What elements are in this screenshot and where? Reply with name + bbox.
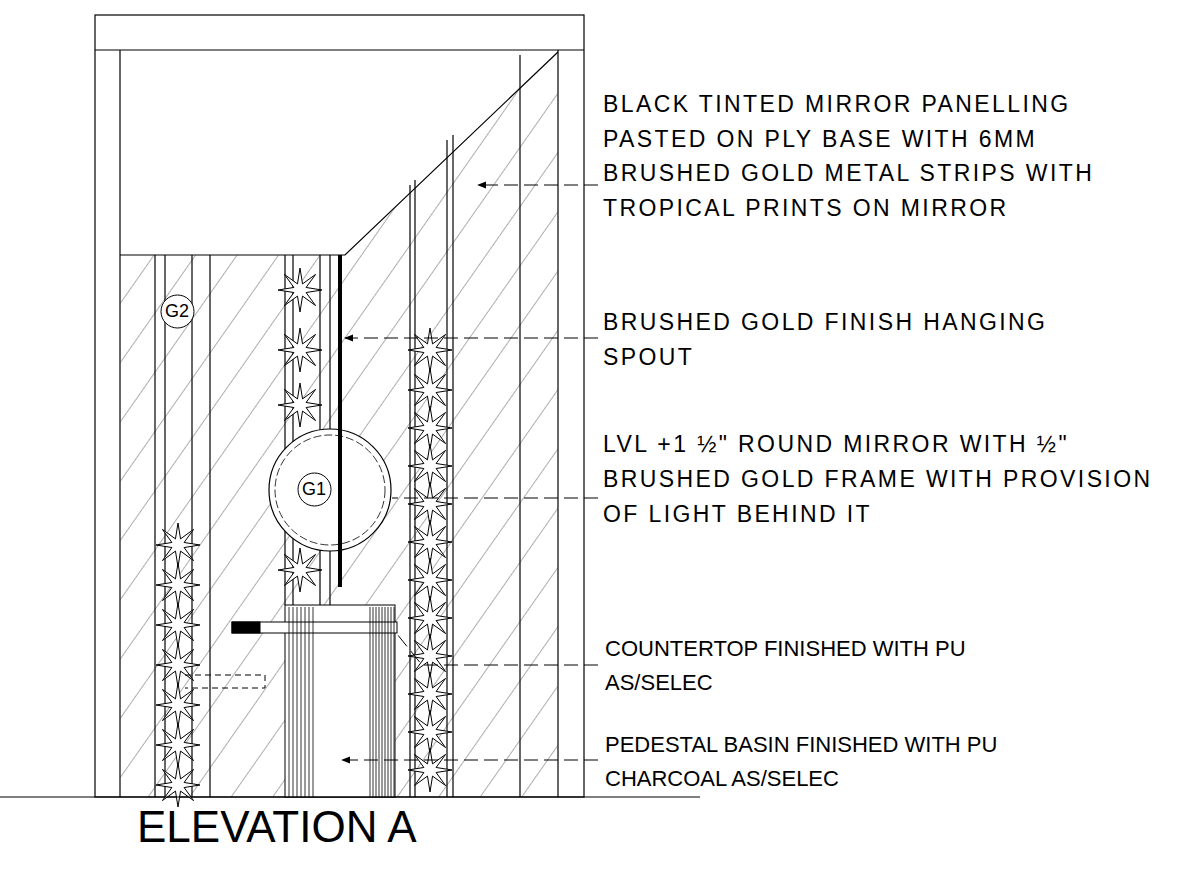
basin-fluting <box>376 607 377 797</box>
basin-fluting <box>309 607 310 797</box>
basin-fluting <box>385 607 386 797</box>
tropical-print <box>408 328 452 372</box>
basin-fluting <box>305 607 306 797</box>
basin-fluting <box>388 607 389 797</box>
tropical-print <box>156 683 200 727</box>
hidden-line <box>185 675 265 688</box>
tag-circle: G1 <box>297 472 332 507</box>
leader-lines <box>342 185 598 760</box>
tag-circle: G2 <box>160 294 195 329</box>
tropical-print <box>408 596 452 640</box>
tropical-print <box>408 368 452 412</box>
tropical-print <box>408 748 452 792</box>
tropical-print <box>408 672 452 716</box>
tropical-print <box>408 520 452 564</box>
pedestal-basin <box>232 605 397 797</box>
tropical-print <box>278 328 322 372</box>
tropical-print <box>408 710 452 754</box>
tropical-print <box>156 643 200 687</box>
basin-fluting <box>370 607 371 797</box>
tropical-print <box>156 563 200 607</box>
wall-frame <box>95 15 584 797</box>
floor-line <box>0 796 700 797</box>
basin-fluting <box>293 607 294 797</box>
callout-note: BLACK TINTED MIRROR PANELLING PASTED ON … <box>603 87 1143 225</box>
basin-fluting <box>373 607 374 797</box>
tag-ring <box>161 295 194 328</box>
tropical-print <box>408 406 452 450</box>
callout-note: BRUSHED GOLD FINISH HANGING SPOUT <box>603 305 1143 374</box>
basin-fluting <box>391 607 392 797</box>
basin-fluting <box>379 607 380 797</box>
basin-fluting <box>289 607 290 797</box>
tropical-print <box>278 383 322 427</box>
tropical-print <box>408 558 452 602</box>
drawing-title: ELEVATION A <box>137 802 417 852</box>
basin-fluting <box>297 607 298 797</box>
tropical-print <box>156 603 200 647</box>
tropical-prints <box>156 268 452 807</box>
tropical-print <box>278 548 322 592</box>
basin-fluting <box>301 607 302 797</box>
hanging-spout <box>338 255 342 587</box>
callout-note: LVL +1 ½" ROUND MIRROR WITH ½" BRUSHED G… <box>603 427 1163 532</box>
tag-ring <box>298 473 331 506</box>
callout-note: PEDESTAL BASIN FINISHED WITH PU CHARCOAL… <box>605 728 1085 796</box>
tropical-print <box>408 482 452 526</box>
gold-strips <box>155 55 520 797</box>
tropical-print <box>156 763 200 807</box>
tag-label: G2 <box>160 294 195 322</box>
basin-fluting <box>394 607 395 797</box>
basin-fluting <box>382 607 383 797</box>
tag-label: G1 <box>297 472 332 500</box>
callout-note: COUNTERTOP FINISHED WITH PU AS/SELEC <box>605 632 1070 700</box>
tropical-print <box>408 444 452 488</box>
round-mirror <box>269 429 391 551</box>
tropical-print <box>278 268 322 312</box>
tropical-print <box>156 523 200 567</box>
tropical-print <box>156 723 200 767</box>
mirror-hatching <box>120 50 558 797</box>
basin-fluting <box>313 607 314 797</box>
